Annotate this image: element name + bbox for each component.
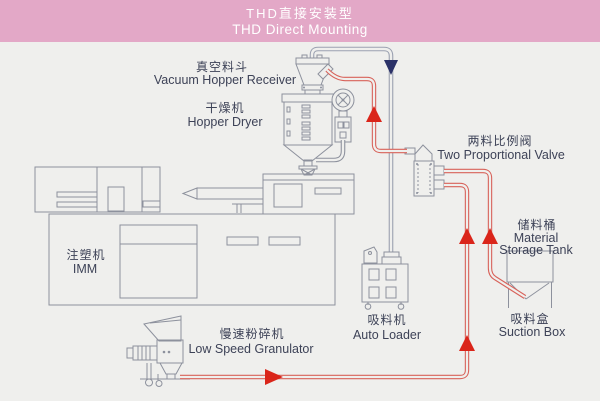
granulator-motor: [132, 345, 158, 361]
up-arrow-icon: [366, 106, 382, 122]
low-speed-granulator: [126, 315, 190, 387]
label-granulator-zh: 慢速粉碎机: [219, 326, 284, 341]
title-banner: THD直接安装型 THD Direct Mounting: [0, 0, 600, 42]
label-vacuum-hopper-receiver-zh: 真空料斗: [196, 60, 248, 74]
vacuum-down-arrow-icon: [384, 60, 398, 75]
flow-arrows: [265, 60, 498, 385]
title-chinese: THD直接安装型: [246, 5, 354, 21]
dryer-heater-column: [286, 104, 311, 141]
injection-molding-machine: [34, 166, 355, 306]
label-imm-zh: 注塑机: [66, 247, 105, 262]
vacuum-pipe: [309, 46, 394, 253]
schematic-diagram: 真空料斗 Vacuum Hopper Receiver 干燥机 Hopper D…: [34, 46, 573, 387]
label-vacuum-hopper-receiver-en: Vacuum Hopper Receiver: [154, 73, 296, 87]
blower-fan: [316, 88, 355, 163]
up-arrow-icon: [459, 228, 475, 244]
label-storage-tank-en1: Material: [514, 231, 558, 245]
label-granulator-en: Low Speed Granulator: [188, 342, 313, 356]
label-two-proportional-valve-zh: 两料比例阀: [467, 134, 532, 148]
hopper-dryer-unit: [281, 54, 355, 176]
right-arrow-icon: [265, 369, 283, 385]
label-auto-loader-en: Auto Loader: [353, 328, 421, 342]
material-storage-tank: [506, 250, 554, 308]
label-suction-box-en: Suction Box: [499, 325, 566, 339]
auto-loader: [361, 246, 409, 310]
label-imm-en: IMM: [73, 262, 97, 276]
label-storage-tank-zh: 储料桶: [517, 217, 556, 232]
loader-bracket: [363, 246, 378, 264]
label-hopper-dryer-zh: 干燥机: [205, 101, 244, 115]
label-suction-box-zh: 吸料盒: [510, 311, 549, 326]
label-hopper-dryer-en: Hopper Dryer: [187, 115, 262, 129]
up-arrow-icon: [459, 335, 475, 351]
label-auto-loader-zh: 吸料机: [367, 313, 406, 327]
title-english: THD Direct Mounting: [232, 21, 368, 37]
label-storage-tank-en2: Storage Tank: [499, 243, 573, 257]
up-arrow-icon: [482, 228, 498, 244]
nozzle-tip: [181, 187, 198, 200]
label-two-proportional-valve-en: Two Proportional Valve: [437, 148, 565, 162]
labels: 真空料斗 Vacuum Hopper Receiver 干燥机 Hopper D…: [66, 60, 573, 356]
material-flow-pipes: [180, 68, 527, 380]
